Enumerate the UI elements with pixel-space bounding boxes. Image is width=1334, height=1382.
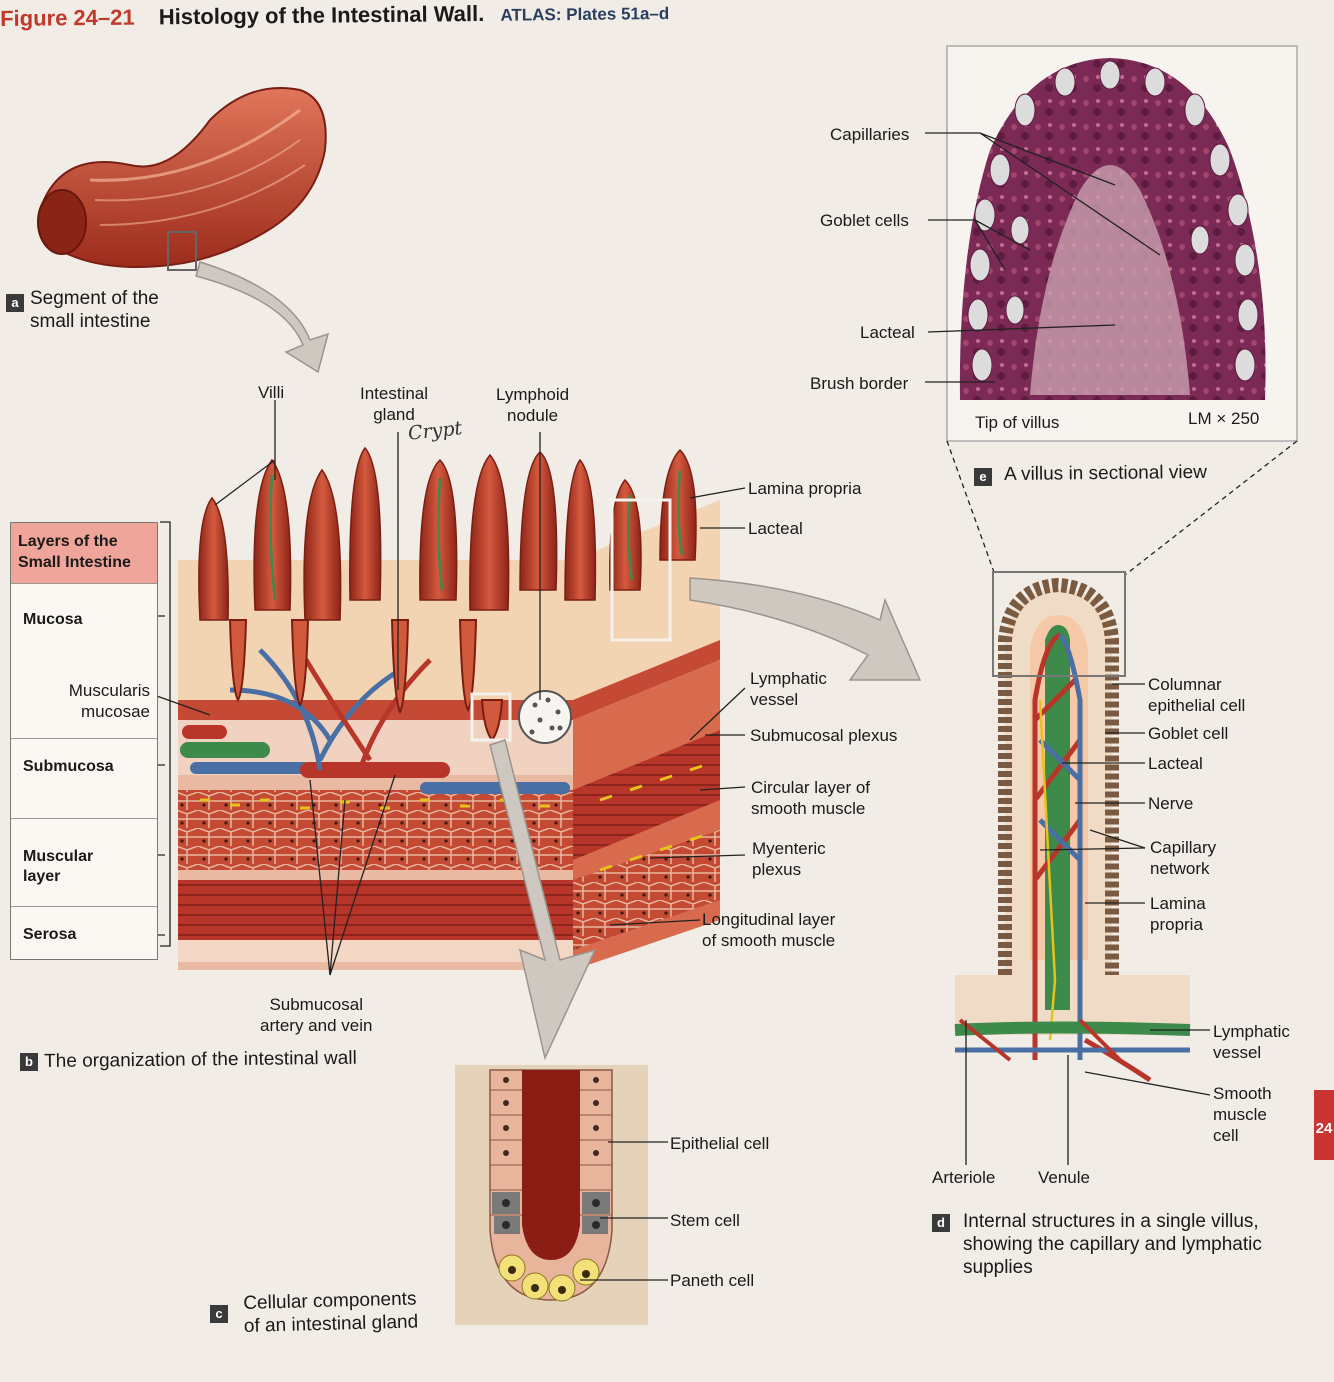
label-submucosal-plexus: Submucosal plexus [750, 726, 898, 745]
layer-label-mucosa: Mucosa [23, 611, 83, 628]
panel-b-caption: The organization of the intestinal wall [44, 1047, 357, 1072]
label-goblet-cell: Goblet cell [1148, 724, 1229, 743]
layers-table-title: Layers of the Small Intestine [18, 533, 131, 571]
label-lymphatic-vessel-d: Lymphatic vessel [1213, 1022, 1290, 1062]
panel-e-caption: A villus in sectional view [1004, 461, 1207, 485]
label-submucosal-artery-vein: Submucosal artery and vein [260, 995, 373, 1035]
panel-a-caption: Segment of the small intestine [30, 288, 159, 332]
label-tip-of-villus: Tip of villus [975, 413, 1060, 432]
label-intestinal-gland: Intestinal gland [360, 384, 429, 424]
intestinal-wall-block [178, 446, 720, 970]
label-lymphoid-nodule: Lymphoid nodule [496, 385, 570, 425]
label-brush-border: Brush border [810, 374, 909, 393]
panel-c-badge: c [210, 1305, 228, 1323]
layer-label-submucosa: Submucosa [23, 758, 114, 775]
label-lamina-propria-b: Lamina propria [748, 479, 862, 498]
label-muscularis-mucosae-bg: Muscularis mucosae [50, 680, 150, 724]
label-smooth-muscle-cell: Smooth muscle cell [1213, 1084, 1272, 1145]
label-capillary-network: Capillary network [1150, 838, 1217, 878]
layer-row-muscular-layer: Muscular layer [11, 818, 157, 907]
panel-a-badge: a [6, 294, 24, 312]
label-arteriole: Arteriole [932, 1168, 996, 1187]
arrow-b-to-d [689, 577, 922, 681]
intestine-segment-drawing [37, 87, 327, 271]
layer-row-mucosa: Mucosa [11, 583, 157, 739]
layer-row-serosa: Serosa [11, 906, 157, 959]
villus-micrograph [946, 45, 1298, 442]
arrow-a-to-b [195, 261, 330, 374]
label-goblet-cells: Goblet cells [820, 211, 909, 230]
panel-e-leader-lines [925, 132, 1161, 383]
arrow-b-to-c [489, 739, 597, 1061]
label-lacteal-d: Lacteal [1148, 754, 1203, 773]
label-villi: Villi [258, 383, 285, 402]
label-epithelial-cell: Epithelial cell [670, 1134, 770, 1153]
label-circular-layer: Circular layer of smooth muscle [751, 778, 871, 818]
label-lamina-propria-d: Lamina propria [1150, 894, 1206, 934]
layer-label-serosa: Serosa [23, 926, 77, 943]
layers-table: Layers of the Small Intestine Mucosa Sub… [10, 522, 158, 960]
label-nerve: Nerve [1148, 794, 1194, 813]
label-lacteal-b: Lacteal [748, 519, 803, 538]
label-lymphatic-vessel-b: Lymphatic vessel [750, 669, 827, 709]
panel-b-leader-lines [139, 400, 746, 976]
panel-b-badge: b [20, 1053, 38, 1071]
layers-table-header: Layers of the Small Intestine [11, 523, 157, 583]
panel-c-leader-lines [580, 1141, 668, 1281]
chapter-tab: 24 [1314, 1090, 1334, 1160]
label-myenteric-plexus: Myenteric plexus [752, 839, 826, 879]
panel-d-caption: Internal structures in a single villus, … [963, 1211, 1262, 1278]
label-longitudinal-layer: Longitudinal layer of smooth muscle [702, 910, 836, 950]
panel-e-badge: e [974, 468, 992, 486]
label-stem-cell: Stem cell [670, 1211, 740, 1230]
panel-c-caption: Cellular components of an intestinal gla… [243, 1288, 419, 1337]
label-venule: Venule [1038, 1168, 1090, 1187]
intestinal-gland-drawing [455, 1065, 648, 1325]
zoom-dashed-lines [946, 440, 1298, 576]
layer-row-submucosa: Submucosa [11, 738, 157, 819]
panel-d-leader-lines [965, 683, 1211, 1165]
label-lacteal-e: Lacteal [860, 323, 915, 342]
label-paneth-cell: Paneth cell [670, 1271, 755, 1290]
label-capillaries: Capillaries [830, 125, 910, 144]
layer-label-muscular-layer: Muscular layer [23, 848, 94, 885]
label-columnar-epithelial-cell: Columnar epithelial cell [1148, 675, 1246, 715]
single-villus-drawing [954, 571, 1191, 1083]
panel-d-badge: d [932, 1214, 950, 1232]
label-magnification: LM × 250 [1188, 409, 1260, 428]
